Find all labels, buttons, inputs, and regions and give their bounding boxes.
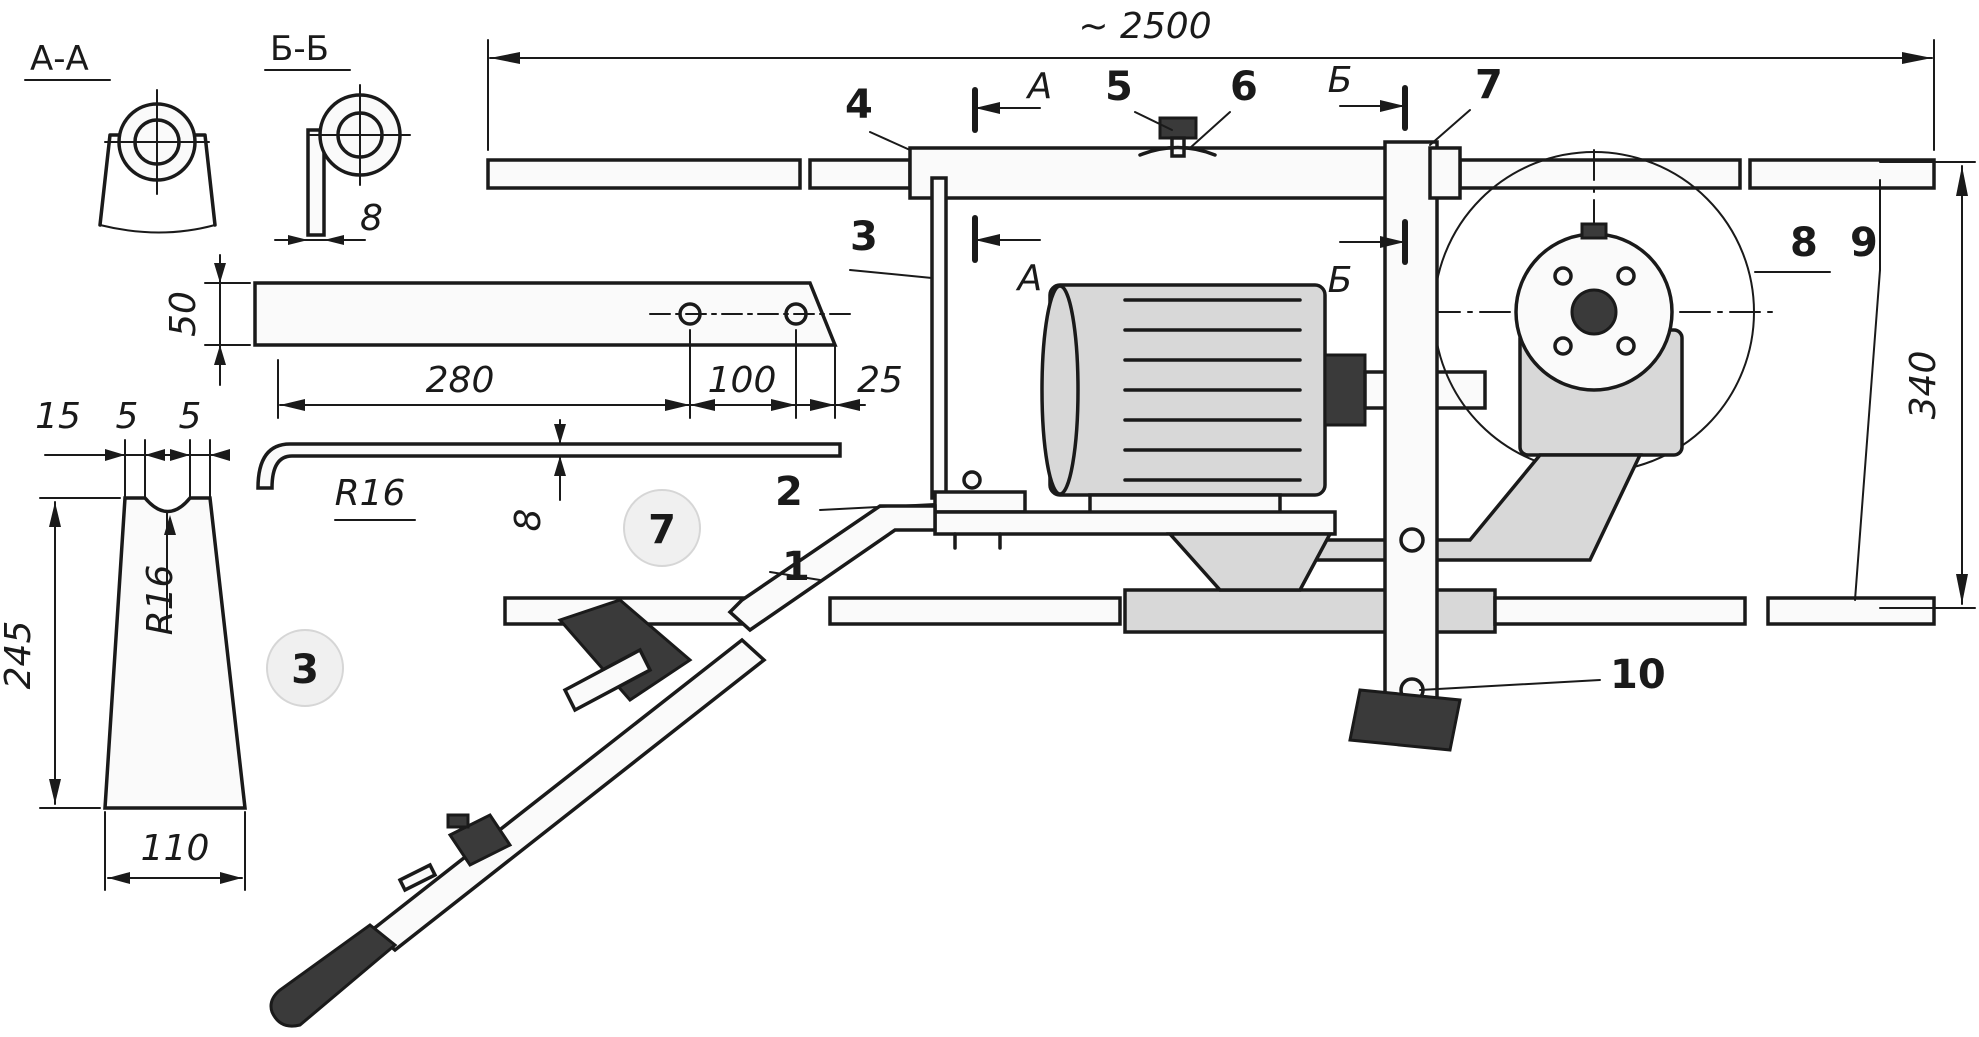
section-b-b-detail: Б-Б 8 xyxy=(264,29,411,245)
profile-15-label: 15 xyxy=(35,396,81,437)
overall-length-dimension: ~ 2500 xyxy=(487,6,1935,151)
section-a-a-detail: А-А xyxy=(24,39,217,234)
wall-thickness-label: 8 xyxy=(360,198,383,239)
circled-part-3: 3 xyxy=(291,647,319,693)
handle-bar xyxy=(269,504,937,1028)
clamp-bolt xyxy=(1138,116,1217,158)
plate-length-label: 280 xyxy=(426,360,495,401)
section-a-top: А xyxy=(1026,66,1053,107)
lower-frame-tube xyxy=(503,588,1936,634)
end-offset-label: 25 xyxy=(857,360,903,401)
part-1: 1 xyxy=(782,544,810,590)
part-leaders xyxy=(769,109,1881,691)
vertical-strut xyxy=(930,176,948,500)
profile-5a-label: 5 xyxy=(116,396,139,437)
part-5: 5 xyxy=(1105,64,1133,110)
electric-motor xyxy=(1040,283,1487,517)
upper-frame-tube xyxy=(486,146,1936,200)
support-height-label: 245 xyxy=(0,621,39,690)
bar-thickness-label: 8 xyxy=(508,509,549,532)
part-2: 2 xyxy=(775,469,803,515)
part-6: 6 xyxy=(1230,64,1258,110)
profile-5b-label: 5 xyxy=(179,396,202,437)
bar-bend-radius-label: R16 xyxy=(335,473,406,514)
bar-detail: 8 R16 xyxy=(256,419,842,532)
section-markers: А А Б Б xyxy=(972,60,1408,301)
section-b-b-title: Б-Б xyxy=(270,29,329,69)
support-detail: 15 5 5 245 R16 110 xyxy=(0,396,247,891)
part-8: 8 xyxy=(1790,220,1818,266)
support-base-label: 110 xyxy=(141,828,210,869)
plate-height-label: 50 xyxy=(163,291,204,337)
section-b-top: Б xyxy=(1328,60,1353,101)
plate-detail: 50 280 100 25 xyxy=(163,254,903,419)
part-3: 3 xyxy=(850,214,878,260)
part-9: 9 xyxy=(1850,220,1878,266)
section-a-a-title: А-А xyxy=(30,39,89,79)
hole-spacing-label: 100 xyxy=(708,360,777,401)
section-a-bottom: А xyxy=(1016,258,1043,299)
part-7: 7 xyxy=(1475,62,1503,108)
part-numbers: 1 2 3 4 5 6 7 8 9 10 7 3 xyxy=(266,62,1878,707)
overall-length-label: ~ 2500 xyxy=(1078,6,1211,47)
circled-part-7: 7 xyxy=(648,507,676,553)
frame-height-dimension: 340 xyxy=(1879,161,1976,609)
part-10: 10 xyxy=(1610,652,1666,698)
gearbox-assembly xyxy=(1166,149,1781,592)
part-4: 4 xyxy=(845,82,873,128)
section-b-bottom: Б xyxy=(1328,260,1353,301)
frame-height-label: 340 xyxy=(1903,351,1944,420)
support-radius-label: R16 xyxy=(140,565,181,636)
